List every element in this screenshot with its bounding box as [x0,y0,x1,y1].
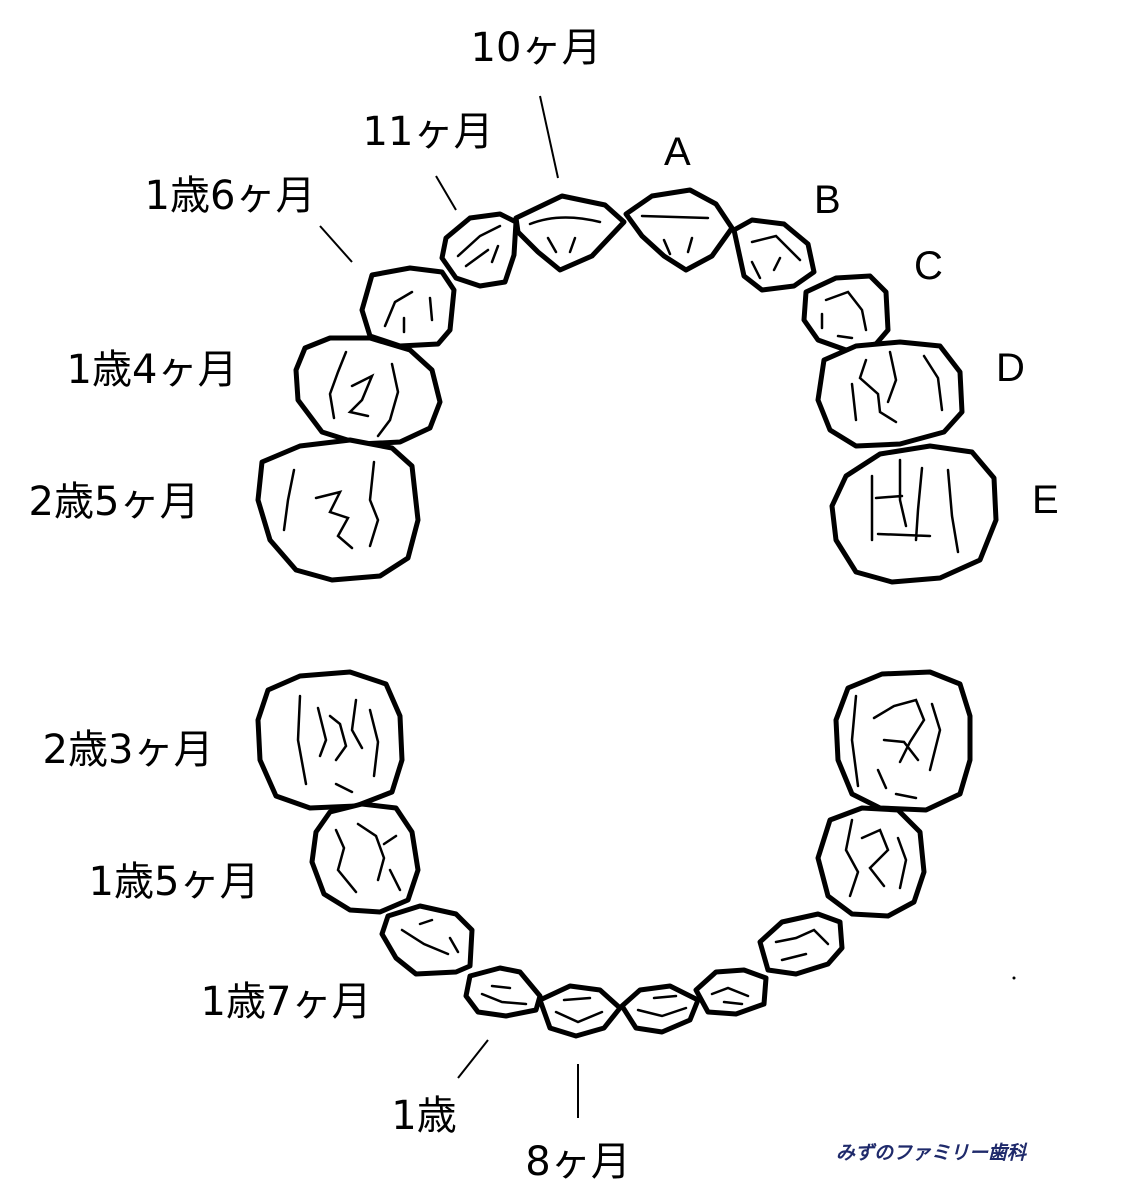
lower-left-lateral-incisor [463,965,543,1019]
upper-left-first-molar [293,335,443,447]
letter-d: D [996,346,1025,390]
letter-a: A [664,130,691,174]
upper-left-canine [359,265,457,349]
clinic-logo-text: みずのファミリー歯科 [836,1142,1027,1164]
lower-right-central-incisor [619,983,701,1035]
label-upper-central-incisor: 10ヶ月 [470,25,602,71]
label-lower-central-incisor: 8ヶ月 [525,1139,631,1185]
lower-left-central-incisor [537,983,623,1039]
upper-right-first-molar [815,339,965,449]
upper-left-second-molar [255,437,421,583]
label-lower-lateral-incisor: 1歳 [391,1093,457,1139]
upper-right-lateral-incisor [731,217,817,293]
label-upper-lateral-incisor: 11ヶ月 [362,109,494,155]
leader-1y6m [319,225,353,263]
upper-arch [255,95,999,585]
letter-b: B [814,178,841,222]
letter-e: E [1032,478,1059,522]
label-lower-first-molar: 1歳5ヶ月 [88,859,260,905]
leader-10m [539,95,559,179]
upper-left-central-incisor [513,193,627,273]
lower-left-canine [379,903,475,977]
label-upper-first-molar: 1歳4ヶ月 [66,347,238,393]
lower-right-first-molar [815,805,927,919]
upper-right-canine [801,273,891,353]
lower-left-first-molar [309,801,421,915]
letter-c: C [914,244,943,288]
leader-11m [435,175,457,211]
leader-1y [457,1039,489,1079]
lower-right-lateral-incisor [693,967,769,1017]
label-lower-canine: 1歳7ヶ月 [200,979,372,1025]
upper-left-lateral-incisor [439,211,519,289]
lower-right-second-molar [833,669,973,813]
lower-right-canine [757,911,845,977]
label-lower-second-molar: 2歳3ヶ月 [42,727,214,773]
lower-arch [255,669,973,1118]
label-upper-second-molar: 2歳5ヶ月 [28,479,200,525]
stray-dot [1012,976,1016,980]
lower-left-second-molar [255,669,405,811]
upper-right-second-molar [829,443,999,585]
upper-right-central-incisor [623,187,735,273]
label-upper-canine: 1歳6ヶ月 [144,173,316,219]
